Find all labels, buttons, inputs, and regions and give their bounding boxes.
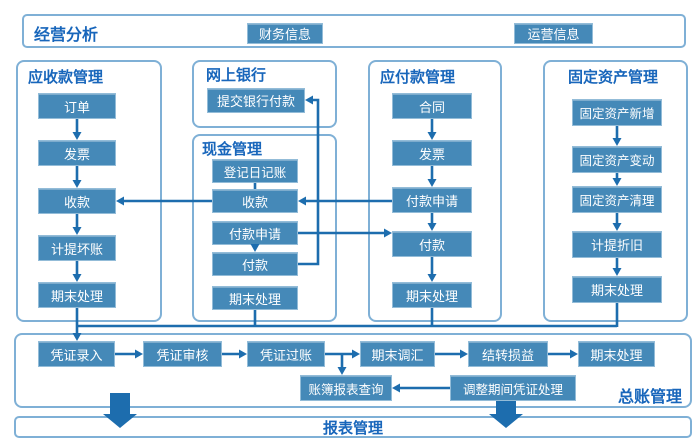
cm-period-end-node: 期末处理 bbox=[212, 286, 298, 310]
section-title-receivables: 应收款管理 bbox=[28, 68, 104, 86]
cm-register-journal-node: 登记日记账 bbox=[212, 159, 298, 183]
ap-period-end-node: 期末处理 bbox=[392, 282, 472, 308]
gl-adjustment-period-voucher-node: 调整期间凭证处理 bbox=[450, 375, 576, 401]
ar-period-end-node: 期末处理 bbox=[38, 282, 116, 308]
ar-receipt-node: 收款 bbox=[38, 188, 116, 214]
ap-payment-request-node: 付款申请 bbox=[392, 187, 472, 213]
gl-exchange-adjust-node: 期末调汇 bbox=[360, 341, 435, 367]
fa-disposal-node: 固定资产清理 bbox=[572, 186, 662, 213]
gl-period-end-node: 期末处理 bbox=[578, 341, 655, 367]
section-title-fixed-assets: 固定资产管理 bbox=[568, 68, 659, 86]
fa-addition-node: 固定资产新增 bbox=[572, 99, 662, 126]
operations-info-button: 运营信息 bbox=[514, 23, 593, 44]
section-title-cash-management: 现金管理 bbox=[202, 140, 263, 158]
ap-contract-node: 合同 bbox=[392, 93, 472, 119]
ap-payment-node: 付款 bbox=[392, 231, 472, 257]
ap-invoice-node: 发票 bbox=[392, 140, 472, 166]
gl-voucher-audit-node: 凭证审核 bbox=[143, 341, 222, 367]
fa-change-node: 固定资产变动 bbox=[572, 146, 662, 173]
finance-info-button: 财务信息 bbox=[247, 23, 323, 44]
section-title-business-analysis: 经营分析 bbox=[34, 25, 99, 44]
fa-period-end-node: 期末处理 bbox=[572, 276, 662, 303]
section-title-online-banking: 网上银行 bbox=[206, 66, 267, 84]
section-title-general-ledger: 总账管理 bbox=[618, 387, 683, 406]
gl-voucher-posting-node: 凭证过账 bbox=[247, 341, 325, 367]
cm-receipt-node: 收款 bbox=[212, 189, 298, 213]
gl-profit-loss-carryover-node: 结转损益 bbox=[468, 341, 548, 367]
cm-payment-node: 付款 bbox=[212, 252, 298, 276]
gl-ledger-report-query-node: 账簿报表查询 bbox=[300, 375, 392, 401]
cm-payment-request-node: 付款申请 bbox=[212, 221, 298, 245]
ar-bad-debt-accrual-node: 计提坏账 bbox=[38, 235, 116, 261]
section-title-report-management: 报表管理 bbox=[322, 419, 383, 437]
ob-submit-bank-payment-node: 提交银行付款 bbox=[207, 88, 305, 113]
section-title-payables: 应付款管理 bbox=[380, 68, 456, 86]
ar-order-node: 订单 bbox=[38, 93, 116, 119]
gl-voucher-entry-node: 凭证录入 bbox=[38, 341, 115, 367]
fa-depreciation-node: 计提折旧 bbox=[572, 231, 662, 258]
ar-invoice-node: 发票 bbox=[38, 140, 116, 166]
